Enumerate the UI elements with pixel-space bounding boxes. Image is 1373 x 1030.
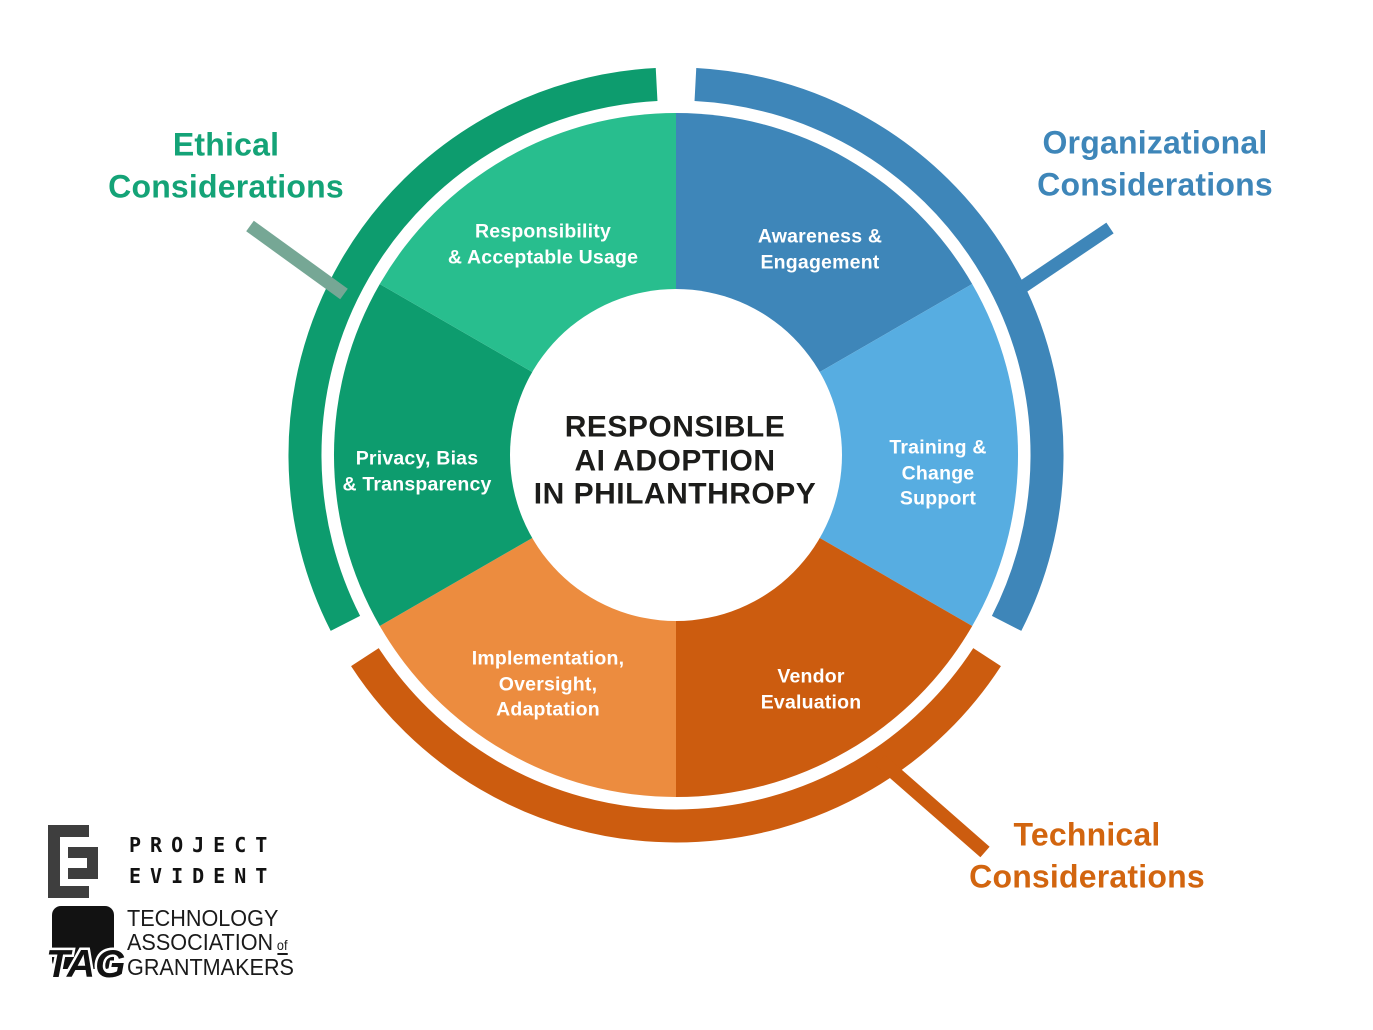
tag-logo-acronym: TAG [46, 943, 125, 986]
organizational-outer-arc [694, 68, 1064, 631]
project-evident-line2: EVIDENT [129, 864, 277, 888]
tag-logo-mark: TAG [44, 906, 128, 989]
technical-considerations-label: Technical Considerations [969, 816, 1205, 894]
awareness-engagement-label: Awareness & Engagement [757, 225, 883, 273]
privacy-bias-transparency-label: Privacy, Bias & Transparency [342, 447, 492, 495]
implementation-oversight-adaptation-label: Implementation, Oversight, Adaptation [471, 647, 625, 721]
training-change-support-label: Training & Change Support [889, 436, 987, 510]
technical-connector-line [875, 754, 990, 858]
project-evident-logo-mark [48, 825, 98, 898]
tag-line2-of: of [276, 938, 288, 955]
ethical-considerations-label: Ethical Considerations [108, 126, 344, 204]
tag-line3: GRANTMAKERS [127, 954, 294, 980]
technical-outer-arc [351, 648, 1001, 843]
segment-training-change-support [676, 284, 1019, 626]
tag-line1: TECHNOLOGY [127, 905, 279, 931]
project-evident-line1: PROJECT [129, 833, 277, 857]
organizational-connector-line [1014, 222, 1114, 296]
center-title: RESPONSIBLE AI ADOPTION IN PHILANTHROPY [533, 410, 817, 511]
ethical-connector-line [246, 220, 348, 300]
responsibility-acceptable-usage-label: Responsibility & Acceptable Usage [447, 220, 639, 268]
segment-privacy-bias-transparency [333, 284, 676, 626]
tag-logo-square [52, 906, 114, 969]
tag-line2-main: ASSOCIATION [127, 929, 274, 955]
organizational-considerations-label: Organizational Considerations [1037, 124, 1273, 202]
center-circle [510, 289, 842, 621]
vendor-evaluation-label: Vendor Evaluation [760, 665, 862, 713]
ethical-outer-arc [288, 68, 658, 631]
project-evident-wordmark: PROJECT EVIDENT [129, 830, 276, 892]
